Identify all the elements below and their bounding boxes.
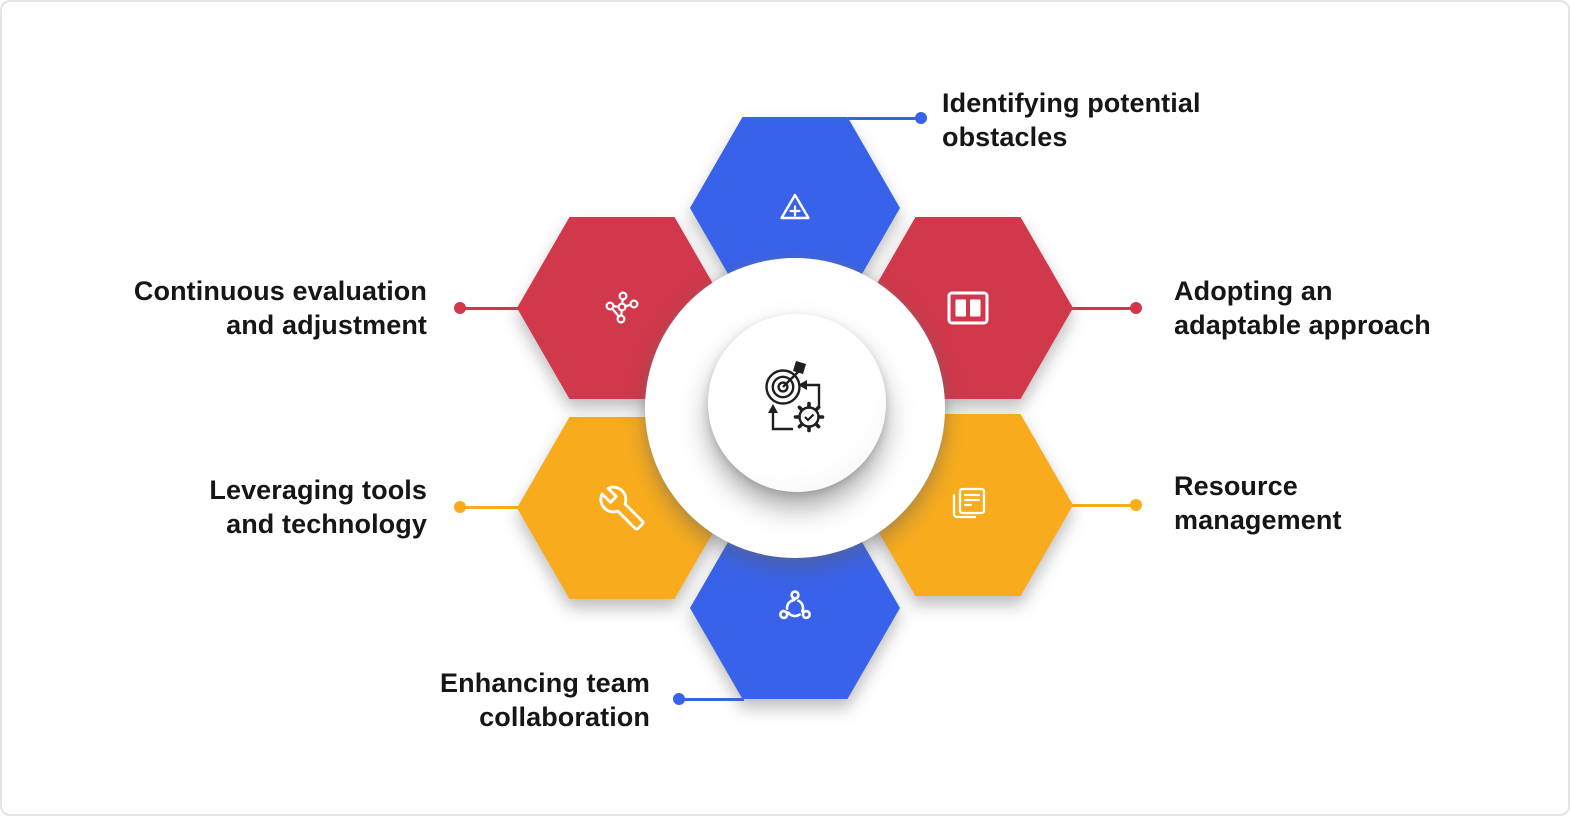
center-inner-disc (708, 314, 886, 492)
label-line: adaptable approach (1174, 310, 1431, 340)
label-line: Identifying potential (942, 88, 1201, 118)
connector-dot-lower-left (454, 501, 466, 513)
label-resource-management: Resource management (1174, 469, 1514, 537)
connector-dot-bottom (673, 693, 685, 705)
label-line: obstacles (942, 122, 1068, 152)
label-line: collaboration (479, 702, 650, 732)
team-collaboration-icon (779, 590, 811, 620)
label-leveraging-tools-and-technology: Leveraging tools and technology (127, 473, 427, 541)
label-line: Adopting an (1174, 276, 1333, 306)
connector-line-lower-left (462, 506, 518, 509)
connector-dot-upper-right (1130, 302, 1142, 314)
label-line: and technology (226, 509, 427, 539)
label-line: and adjustment (226, 310, 427, 340)
connector-dot-upper-left (454, 302, 466, 314)
target-gear-cycle-icon (765, 361, 825, 433)
connector-line-top (848, 117, 921, 120)
hexagon-upper-right (863, 217, 1073, 399)
connector-line-bottom (680, 698, 744, 701)
label-line: Resource (1174, 471, 1298, 501)
wrench-icon (599, 485, 645, 531)
label-line: Continuous evaluation (133, 276, 427, 306)
connector-line-upper-right (1072, 307, 1136, 310)
label-adopting-an-adaptable-approach: Adopting an adaptable approach (1174, 274, 1514, 342)
connector-line-lower-right (1072, 504, 1136, 507)
connector-dot-lower-right (1130, 499, 1142, 511)
columns-board-icon (947, 291, 989, 325)
connector-dot-top (915, 112, 927, 124)
label-continuous-evaluation-and-adjustment: Continuous evaluation and adjustment (107, 274, 427, 342)
label-line: management (1174, 505, 1342, 535)
label-identifying-potential-obstacles: Identifying potential obstacles (942, 86, 1282, 154)
network-nodes-icon (605, 291, 639, 324)
connector-line-upper-left (462, 307, 518, 310)
label-line: Enhancing team (440, 668, 650, 698)
warning-triangle-icon (780, 193, 810, 220)
label-line: Leveraging tools (209, 475, 427, 505)
documents-icon (952, 487, 986, 519)
label-enhancing-team-collaboration: Enhancing team collaboration (350, 666, 650, 734)
